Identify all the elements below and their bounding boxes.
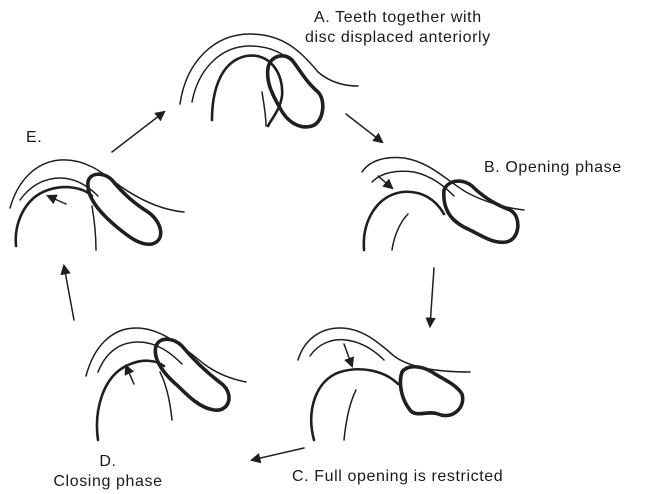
fossa-outline-c xyxy=(298,328,470,372)
stage-d-label-line-1: D. xyxy=(28,452,188,472)
joint-stage-e xyxy=(10,160,184,250)
fossa-inner-d xyxy=(98,342,182,372)
stage-c-label-line-1: C. Full opening is restricted xyxy=(292,467,503,487)
stage-a-label-line-2: disc displaced anteriorly xyxy=(305,28,491,48)
movement-arrow-c xyxy=(344,344,352,366)
condyle-neck-e xyxy=(92,206,96,250)
cycle-arrows xyxy=(64,112,434,460)
condyle-c xyxy=(311,369,398,440)
cycle-arrow-c-to-d xyxy=(252,448,304,460)
stage-c-label: C. Full opening is restricted xyxy=(292,467,503,487)
cycle-arrow-e-to-a xyxy=(112,112,164,152)
disc-d xyxy=(155,339,229,410)
stage-d-label-line-2: Closing phase xyxy=(28,472,188,492)
cycle-arrow-a-to-b xyxy=(346,114,382,142)
disc-b xyxy=(444,181,518,242)
movement-arrow-b xyxy=(378,176,392,188)
joint-stage-d xyxy=(86,328,246,440)
fossa-inner-e xyxy=(20,178,98,200)
stage-a-label: A. Teeth together with disc displaced an… xyxy=(305,8,491,48)
condyle-b xyxy=(364,192,444,250)
movement-arrow-e xyxy=(48,196,66,204)
stage-b-label: B. Opening phase xyxy=(484,158,622,178)
stage-e-label-line-1: E. xyxy=(26,128,42,148)
disc-e xyxy=(88,174,161,244)
condyle-neck-a xyxy=(262,92,266,126)
condyle-neck-b xyxy=(392,214,408,250)
cycle-arrow-d-to-e xyxy=(64,266,74,320)
stage-e-label: E. xyxy=(26,128,42,148)
cycle-arrow-b-to-c xyxy=(430,268,434,326)
disc-c xyxy=(400,367,462,416)
stage-a-label-line-1: A. Teeth together with xyxy=(305,8,491,28)
condyle-neck-c xyxy=(344,390,356,440)
joint-stage-c xyxy=(298,328,470,440)
disc-a xyxy=(268,56,323,127)
condyle-d xyxy=(97,361,164,440)
fossa-inner-c xyxy=(310,340,384,360)
condyle-e xyxy=(16,187,92,246)
movement-arrow-d xyxy=(126,366,134,384)
stage-d-label: D. Closing phase xyxy=(28,452,188,492)
stage-b-label-line-1: B. Opening phase xyxy=(484,158,622,178)
